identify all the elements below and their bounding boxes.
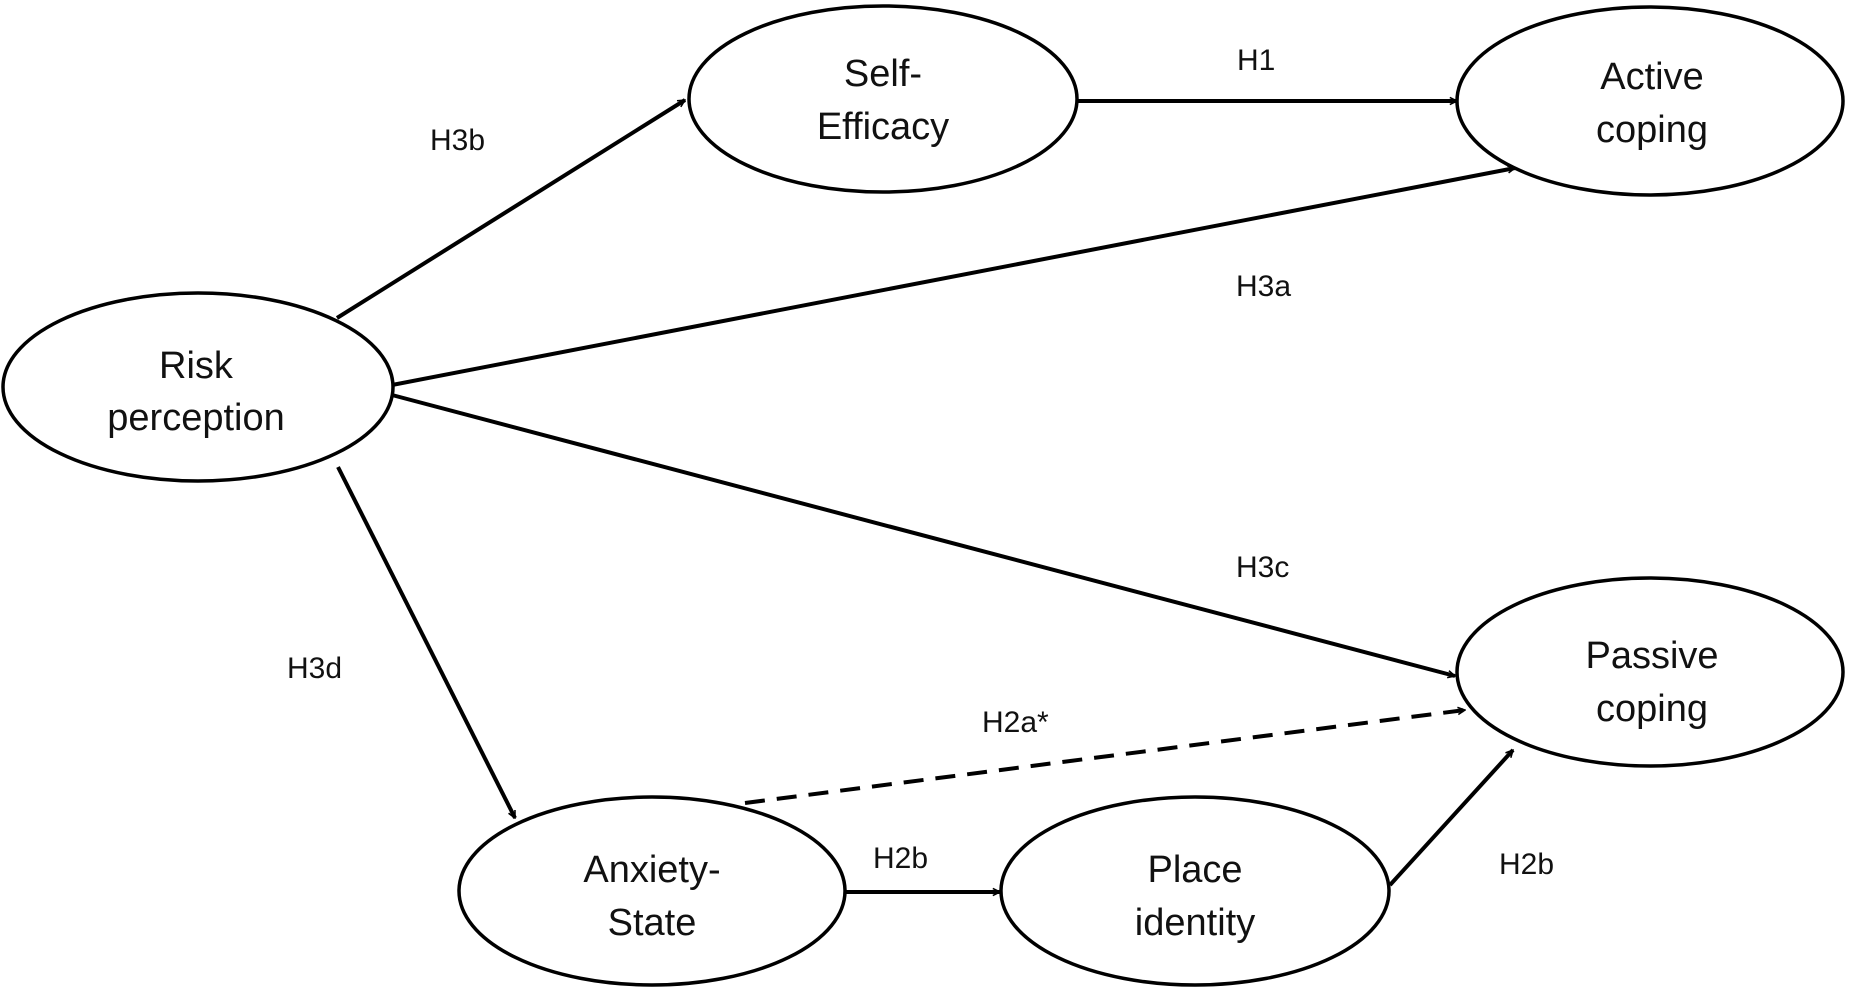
edge-h3b [335,98,685,320]
node-passive-coping-line2: coping [1596,688,1708,730]
edge-h2b-2 [1388,748,1515,887]
node-place-line1: Place [1147,849,1242,891]
label-h2a: H2a* [982,706,1049,739]
node-anxiety-line1: Anxiety- [583,849,720,891]
node-risk-line2: perception [107,397,284,439]
label-h3a: H3a [1236,270,1291,303]
node-active-coping-line2: coping [1596,109,1708,151]
node-anxiety-state: Anxiety- State [457,795,847,987]
label-h3d: H3d [287,652,342,685]
label-h2b-2: H2b [1499,848,1554,881]
edge-h3d [336,466,517,818]
node-place-line2: identity [1135,902,1255,944]
label-h1: H1 [1237,44,1275,77]
label-h3b: H3b [430,124,485,157]
label-h3c: H3c [1236,551,1289,584]
node-self-efficacy-line1: Self- [844,53,922,95]
node-passive-coping-line1: Passive [1585,635,1718,677]
node-active-coping-line1: Active [1600,56,1703,98]
node-self-efficacy: Self- Efficacy [687,4,1079,194]
node-self-efficacy-line2: Efficacy [817,106,949,148]
label-h2b-1: H2b [873,842,928,875]
node-anxiety-line2: State [608,902,697,944]
edge-h2a [744,710,1465,805]
node-risk-perception: Risk perception [1,291,395,483]
node-active-coping: Active coping [1455,5,1845,197]
node-risk-line1: Risk [159,345,234,387]
edge-h3a [391,168,1515,387]
edge-h3c [391,393,1455,676]
node-place-identity: Place identity [999,795,1391,987]
node-passive-coping: Passive coping [1455,576,1845,768]
